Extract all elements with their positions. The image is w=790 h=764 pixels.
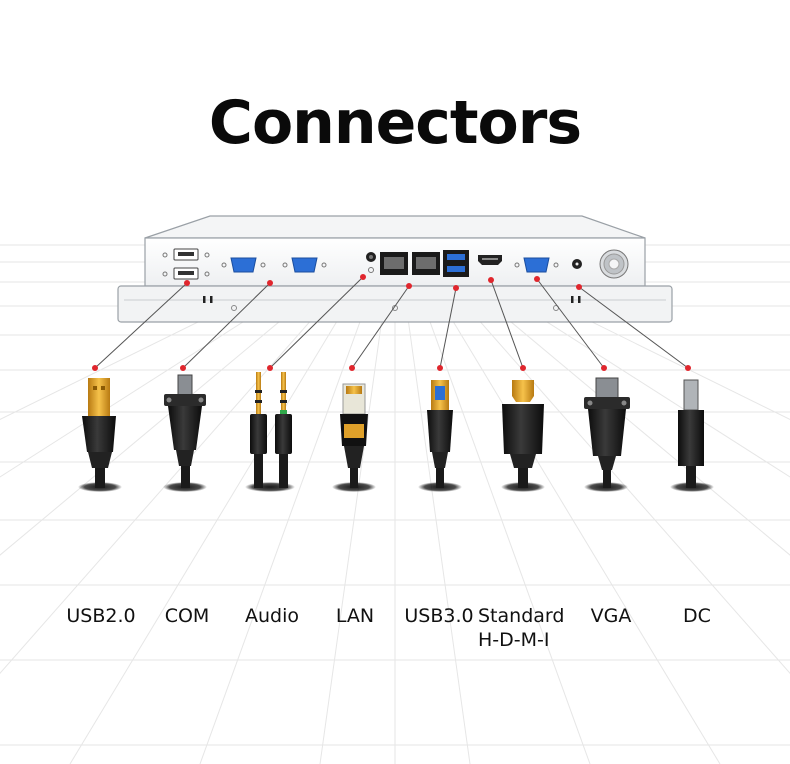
leader-lines xyxy=(94,276,689,369)
label-audio: Audio xyxy=(244,605,299,627)
lan-cable-icon xyxy=(340,383,368,488)
page-title: Connectors xyxy=(208,88,582,158)
hdmi-cable-icon xyxy=(502,380,544,488)
power-button-icon xyxy=(599,249,629,279)
label-usb3: USB3.0 xyxy=(404,605,474,627)
dc-port-icon xyxy=(572,259,582,269)
cable-shadows xyxy=(78,482,714,492)
label-hdmi-line2: H-D-M-I xyxy=(478,629,550,651)
com-cable-icon xyxy=(164,374,206,488)
label-hdmi: Standard H-D-M-I xyxy=(478,604,578,652)
label-vga: VGA xyxy=(590,605,632,627)
label-usb2: USB2.0 xyxy=(66,605,136,627)
lan-port-icon xyxy=(380,252,440,275)
audio-port-icon xyxy=(366,252,376,273)
label-lan: LAN xyxy=(335,605,375,627)
label-hdmi-line1: Standard xyxy=(478,605,565,627)
com-port-icon xyxy=(221,257,327,273)
audio-cable-icon xyxy=(250,372,292,488)
hdmi-port-icon xyxy=(478,255,502,265)
vga-cable-icon xyxy=(584,377,630,488)
panel-ports xyxy=(162,248,629,280)
usb3-cable-icon xyxy=(427,380,453,488)
usb2-port-icon xyxy=(162,248,210,280)
vga-port-icon xyxy=(514,257,559,273)
label-dc: DC xyxy=(683,605,711,627)
dc-cable-icon xyxy=(678,379,704,488)
marker-dots xyxy=(92,274,691,371)
usb2-cable-icon xyxy=(82,378,116,488)
usb3-port-icon xyxy=(443,250,469,277)
label-com: COM xyxy=(164,605,210,627)
